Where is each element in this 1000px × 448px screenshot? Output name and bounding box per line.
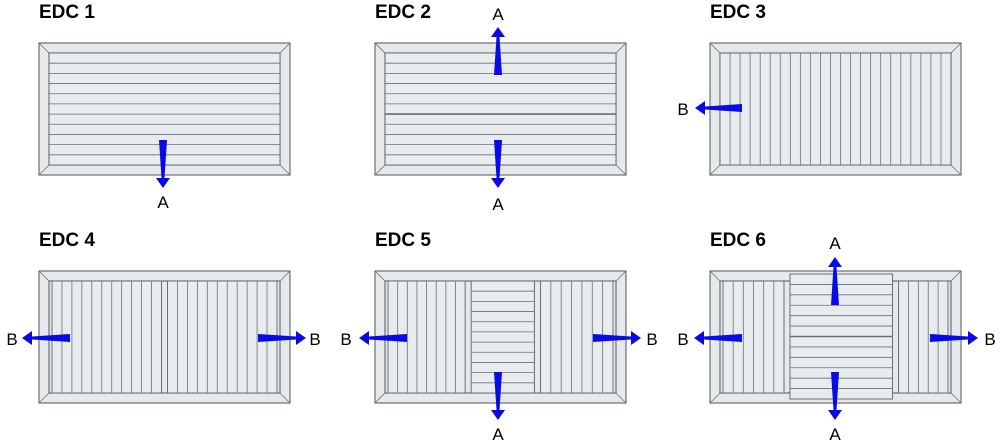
slat-section (470, 280, 535, 394)
edc-panel-2: EDC 2 A A (374, 2, 627, 214)
edc-panel-4: EDC 4 B B (6, 230, 321, 404)
arrow-down-icon (156, 140, 170, 188)
panel-title: EDC 6 (710, 230, 766, 251)
frame-bevel (279, 42, 291, 54)
frame-bevel (374, 392, 386, 404)
arrow-label: B (677, 100, 688, 119)
slat-section (789, 273, 894, 400)
frame-bevel (950, 270, 962, 282)
arrow-down-icon (828, 372, 842, 420)
section-border (898, 280, 949, 394)
frame-bevel (615, 164, 627, 176)
slat-section (719, 52, 952, 166)
arrow-right: B (593, 330, 658, 349)
section-border (470, 280, 535, 394)
frame-bevel (374, 42, 386, 54)
arrow-left: B (340, 330, 407, 349)
frame-bevel (279, 270, 291, 282)
arrow-right: B (930, 330, 996, 349)
frame-bevel (950, 164, 962, 176)
arrow-right: B (258, 330, 321, 349)
arrow-label: A (829, 425, 841, 444)
frame-bevel (709, 164, 721, 176)
frame-bevel (950, 42, 962, 54)
frame-bevel (38, 392, 50, 404)
arrow-label: A (492, 5, 504, 24)
arrow-down: A (156, 140, 170, 212)
arrow-left-icon (359, 331, 407, 345)
arrow-label: B (984, 330, 995, 349)
slat-section (51, 280, 162, 394)
arrow-left-icon (695, 101, 742, 115)
panel-title: EDC 1 (39, 2, 95, 23)
frame-bevel (615, 270, 627, 282)
arrow-label: B (6, 330, 17, 349)
arrow-left-icon (694, 331, 742, 345)
arrow-right-icon (258, 331, 306, 345)
arrow-left-icon (22, 331, 70, 345)
edc-panel-5: EDC 5 B B A (340, 230, 657, 444)
arrow-down: A (828, 372, 842, 444)
frame-bevel (709, 270, 721, 282)
arrow-left: B (677, 100, 742, 119)
panel-title: EDC 2 (375, 2, 431, 23)
arrow-label: B (646, 330, 657, 349)
arrow-up-icon (828, 257, 842, 305)
frame-bevel (615, 392, 627, 404)
frame-bevel (38, 42, 50, 54)
arrow-label: A (492, 195, 504, 214)
panel-title: EDC 5 (375, 230, 431, 251)
arrow-down: A (491, 372, 505, 444)
arrow-label: B (677, 330, 688, 349)
frame-bevel (374, 270, 386, 282)
panel-title: EDC 3 (710, 2, 766, 23)
arrow-left: B (677, 330, 742, 349)
arrow-down-icon (491, 372, 505, 420)
arrow-label: B (309, 330, 320, 349)
arrow-label: B (340, 330, 351, 349)
section-border (719, 52, 952, 166)
frame-bevel (950, 392, 962, 404)
section-border (51, 280, 162, 394)
arrow-right-icon (593, 331, 641, 345)
panel-title: EDC 4 (39, 230, 95, 251)
arrow-right-icon (930, 331, 978, 345)
frame-bevel (374, 164, 386, 176)
frame-bevel (38, 270, 50, 282)
arrow-label: A (829, 234, 841, 253)
frame-bevel (709, 392, 721, 404)
arrow-label: A (157, 193, 169, 212)
arrow-up: A (491, 5, 505, 75)
frame-bevel (615, 42, 627, 54)
frame-bevel (279, 392, 291, 404)
slat-section (898, 280, 949, 394)
edc-panel-6: EDC 6 A A B B (677, 230, 995, 444)
arrow-left: B (6, 330, 70, 349)
frame-bevel (709, 42, 721, 54)
arrow-down-icon (491, 140, 505, 188)
arrow-up-icon (491, 27, 505, 75)
edc-panel-1: EDC 1 A (38, 2, 291, 212)
arrow-up: A (828, 234, 842, 305)
arrow-label: A (492, 425, 504, 444)
frame-bevel (279, 164, 291, 176)
edc-panel-3: EDC 3 B (677, 2, 962, 176)
arrow-down: A (491, 140, 505, 214)
frame-bevel (38, 164, 50, 176)
